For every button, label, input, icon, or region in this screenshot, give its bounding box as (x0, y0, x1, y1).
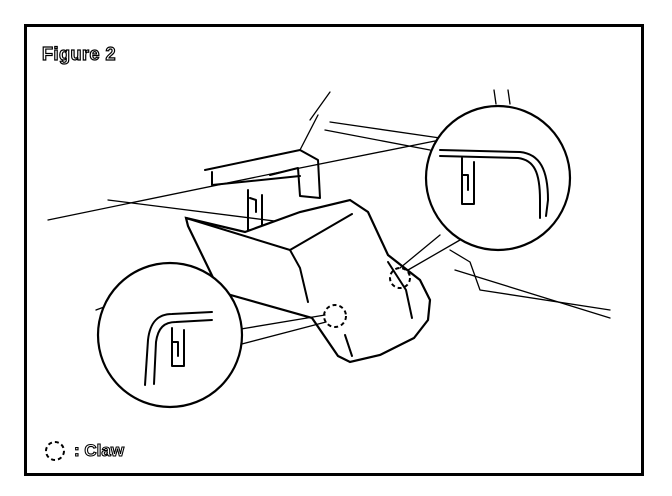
callout-leaders (234, 234, 461, 346)
figure-title: Figure 2 (41, 43, 117, 64)
legend: : Claw (44, 438, 125, 464)
claw-marker (323, 304, 347, 328)
callout-left (96, 261, 244, 409)
claw-markers (323, 267, 411, 328)
callout-right (424, 89, 572, 252)
bracket (204, 149, 321, 233)
claw-marker (389, 267, 411, 289)
dashed-circle-icon (45, 441, 65, 461)
cover-part (184, 198, 432, 364)
legend-label: : Claw (73, 440, 125, 460)
